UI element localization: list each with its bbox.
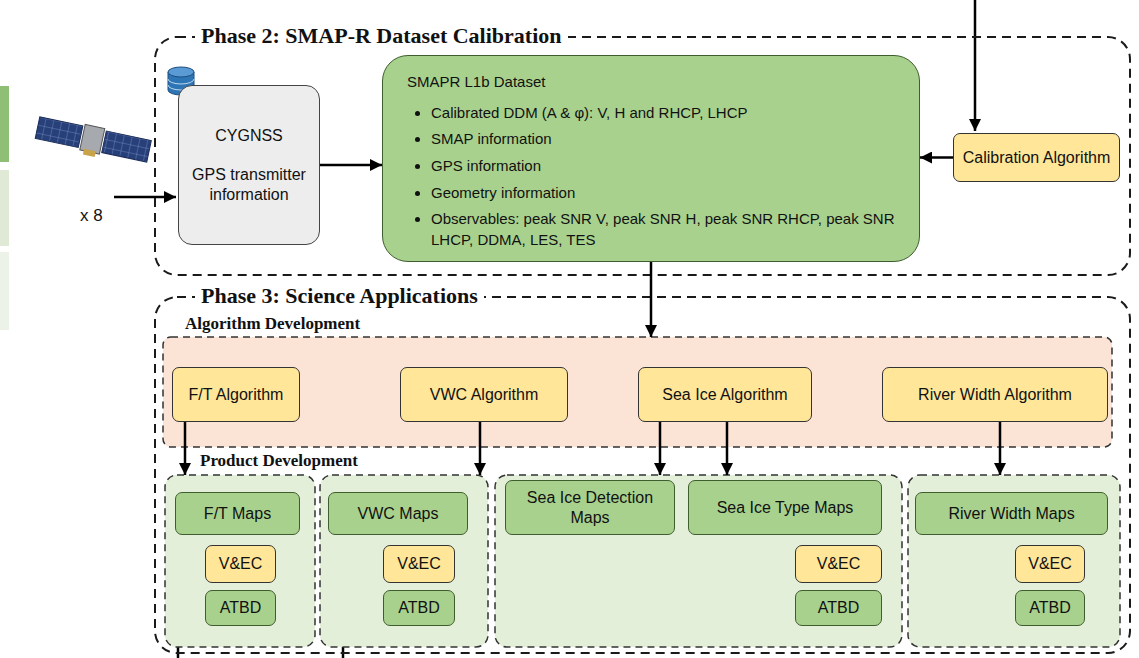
product-group: VWC MapsV&EC ATBD bbox=[320, 475, 488, 647]
box-heading: SMAPR L1b Dataset bbox=[407, 72, 545, 93]
region-outline bbox=[908, 475, 1120, 647]
box-label: ATBD bbox=[398, 598, 439, 617]
region-outline bbox=[495, 475, 902, 647]
bullet-item: GPS information bbox=[431, 156, 895, 177]
bullet-item: Geometry information bbox=[431, 183, 895, 204]
slide-fragment bbox=[0, 170, 9, 246]
product-box: River Width Maps bbox=[915, 492, 1108, 535]
box-label: ATBD bbox=[220, 598, 261, 617]
box-label: ATBD bbox=[1029, 598, 1070, 617]
region-outline bbox=[165, 475, 315, 647]
satellite-illustration bbox=[34, 115, 152, 168]
flow-arrow bbox=[659, 422, 662, 475]
flow-arrow bbox=[650, 262, 653, 337]
product-group: River Width MapsV&EC ATBD bbox=[908, 475, 1120, 647]
box-label: Sea Ice Detection Maps bbox=[512, 488, 668, 526]
product-group: F/T MapsV&EC ATBD bbox=[165, 475, 315, 647]
box-label: V&EC bbox=[219, 554, 263, 573]
algorithm-box: Sea Ice Algorithm bbox=[638, 367, 812, 422]
box-label: Sea Ice Type Maps bbox=[717, 498, 854, 517]
box-label: Calibration Algorithm bbox=[963, 148, 1111, 167]
box-label: V&EC bbox=[817, 554, 861, 573]
region-outline bbox=[155, 297, 1130, 653]
validation-box: V&EC bbox=[1015, 545, 1085, 583]
phase-region: Phase 2: SMAP-R Dataset CalibrationCYGNS… bbox=[155, 37, 1130, 275]
slide-fragment bbox=[0, 252, 9, 330]
validation-box: V&EC bbox=[205, 545, 276, 583]
flow-arrow bbox=[999, 422, 1002, 475]
flow-arrow bbox=[320, 164, 382, 167]
product-group: Sea Ice Detection Maps Sea Ice Type MapsV… bbox=[495, 475, 902, 647]
section-heading: Phase 2: SMAP-R Dataset Calibration bbox=[195, 22, 568, 50]
section-heading: Algorithm Development bbox=[185, 313, 360, 335]
bullet-item: SMAP information bbox=[431, 129, 895, 150]
validation-box: V&EC bbox=[383, 545, 455, 583]
region-outline bbox=[155, 37, 1130, 275]
document-box: ATBD bbox=[205, 590, 276, 626]
region-outline bbox=[320, 475, 488, 647]
box-label: River Width Algorithm bbox=[918, 385, 1072, 404]
document-box: ATBD bbox=[1015, 590, 1085, 626]
bullet-item: Observables: peak SNR V, peak SNR H, pea… bbox=[431, 209, 895, 250]
input-arrow bbox=[114, 196, 176, 199]
box-body: GPS transmitter information bbox=[185, 165, 313, 203]
source-box: CYGNSS GPS transmitter information bbox=[178, 85, 320, 245]
box-label: F/T Maps bbox=[204, 504, 271, 523]
box-label: VWC Maps bbox=[358, 504, 439, 523]
region-outline bbox=[163, 337, 1112, 447]
flow-arrow bbox=[479, 422, 482, 475]
product-box: F/T Maps bbox=[175, 492, 300, 535]
document-box: ATBD bbox=[795, 590, 882, 626]
algorithm-box: F/T Algorithm bbox=[172, 367, 300, 422]
box-label: V&EC bbox=[1028, 554, 1072, 573]
box-label: V&EC bbox=[397, 554, 441, 573]
algorithm-box: River Width Algorithm bbox=[882, 367, 1108, 422]
dataset-box: SMAPR L1b DatasetCalibrated DDM (A & φ):… bbox=[382, 55, 920, 262]
box-label: ATBD bbox=[818, 598, 859, 617]
flow-arrow bbox=[726, 422, 729, 475]
product-box: VWC Maps bbox=[328, 492, 468, 535]
development-band: Algorithm DevelopmentF/T AlgorithmVWC Al… bbox=[163, 337, 1112, 447]
flow-arrow bbox=[920, 156, 953, 159]
count-label: x 8 bbox=[80, 206, 103, 226]
box-label: F/T Algorithm bbox=[189, 385, 284, 404]
phase-region: Phase 3: Science ApplicationsAlgorithm D… bbox=[155, 297, 1130, 653]
section-label: Product Development bbox=[200, 451, 358, 471]
slide-fragment bbox=[0, 86, 9, 162]
validation-box: V&EC bbox=[795, 545, 882, 583]
box-label: VWC Algorithm bbox=[430, 385, 538, 404]
incoming-arrow bbox=[974, 0, 977, 131]
box-label: River Width Maps bbox=[948, 504, 1074, 523]
document-box: ATBD bbox=[383, 590, 455, 626]
product-box: Sea Ice Detection Maps bbox=[505, 480, 675, 535]
flow-arrow bbox=[184, 422, 187, 475]
section-heading: Phase 3: Science Applications bbox=[195, 282, 484, 310]
box-label: Sea Ice Algorithm bbox=[662, 385, 787, 404]
box-label: CYGNSS bbox=[215, 126, 283, 145]
algorithm-box: VWC Algorithm bbox=[400, 367, 568, 422]
product-box: Sea Ice Type Maps bbox=[688, 480, 882, 535]
bullet-list: Calibrated DDM (A & φ): V, H and RHCP, L… bbox=[407, 103, 895, 257]
algorithm-box: Calibration Algorithm bbox=[953, 133, 1120, 182]
bullet-item: Calibrated DDM (A & φ): V, H and RHCP, L… bbox=[431, 103, 895, 124]
